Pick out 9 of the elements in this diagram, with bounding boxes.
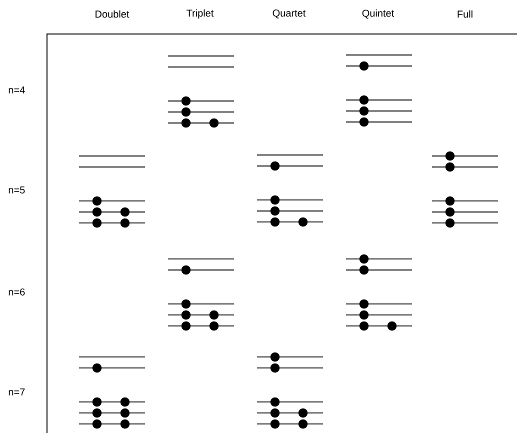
row-label: n=6 [8,288,25,296]
row-label: n=5 [8,186,25,194]
column-header: Doublet [96,10,130,18]
row-label: n=4 [8,86,25,94]
column-header: Triplet [186,9,214,19]
column-header: Full [458,10,472,18]
column-header: Quartet [272,10,306,18]
row-label: n=7 [8,388,25,396]
column-header: Quintet [362,9,394,19]
